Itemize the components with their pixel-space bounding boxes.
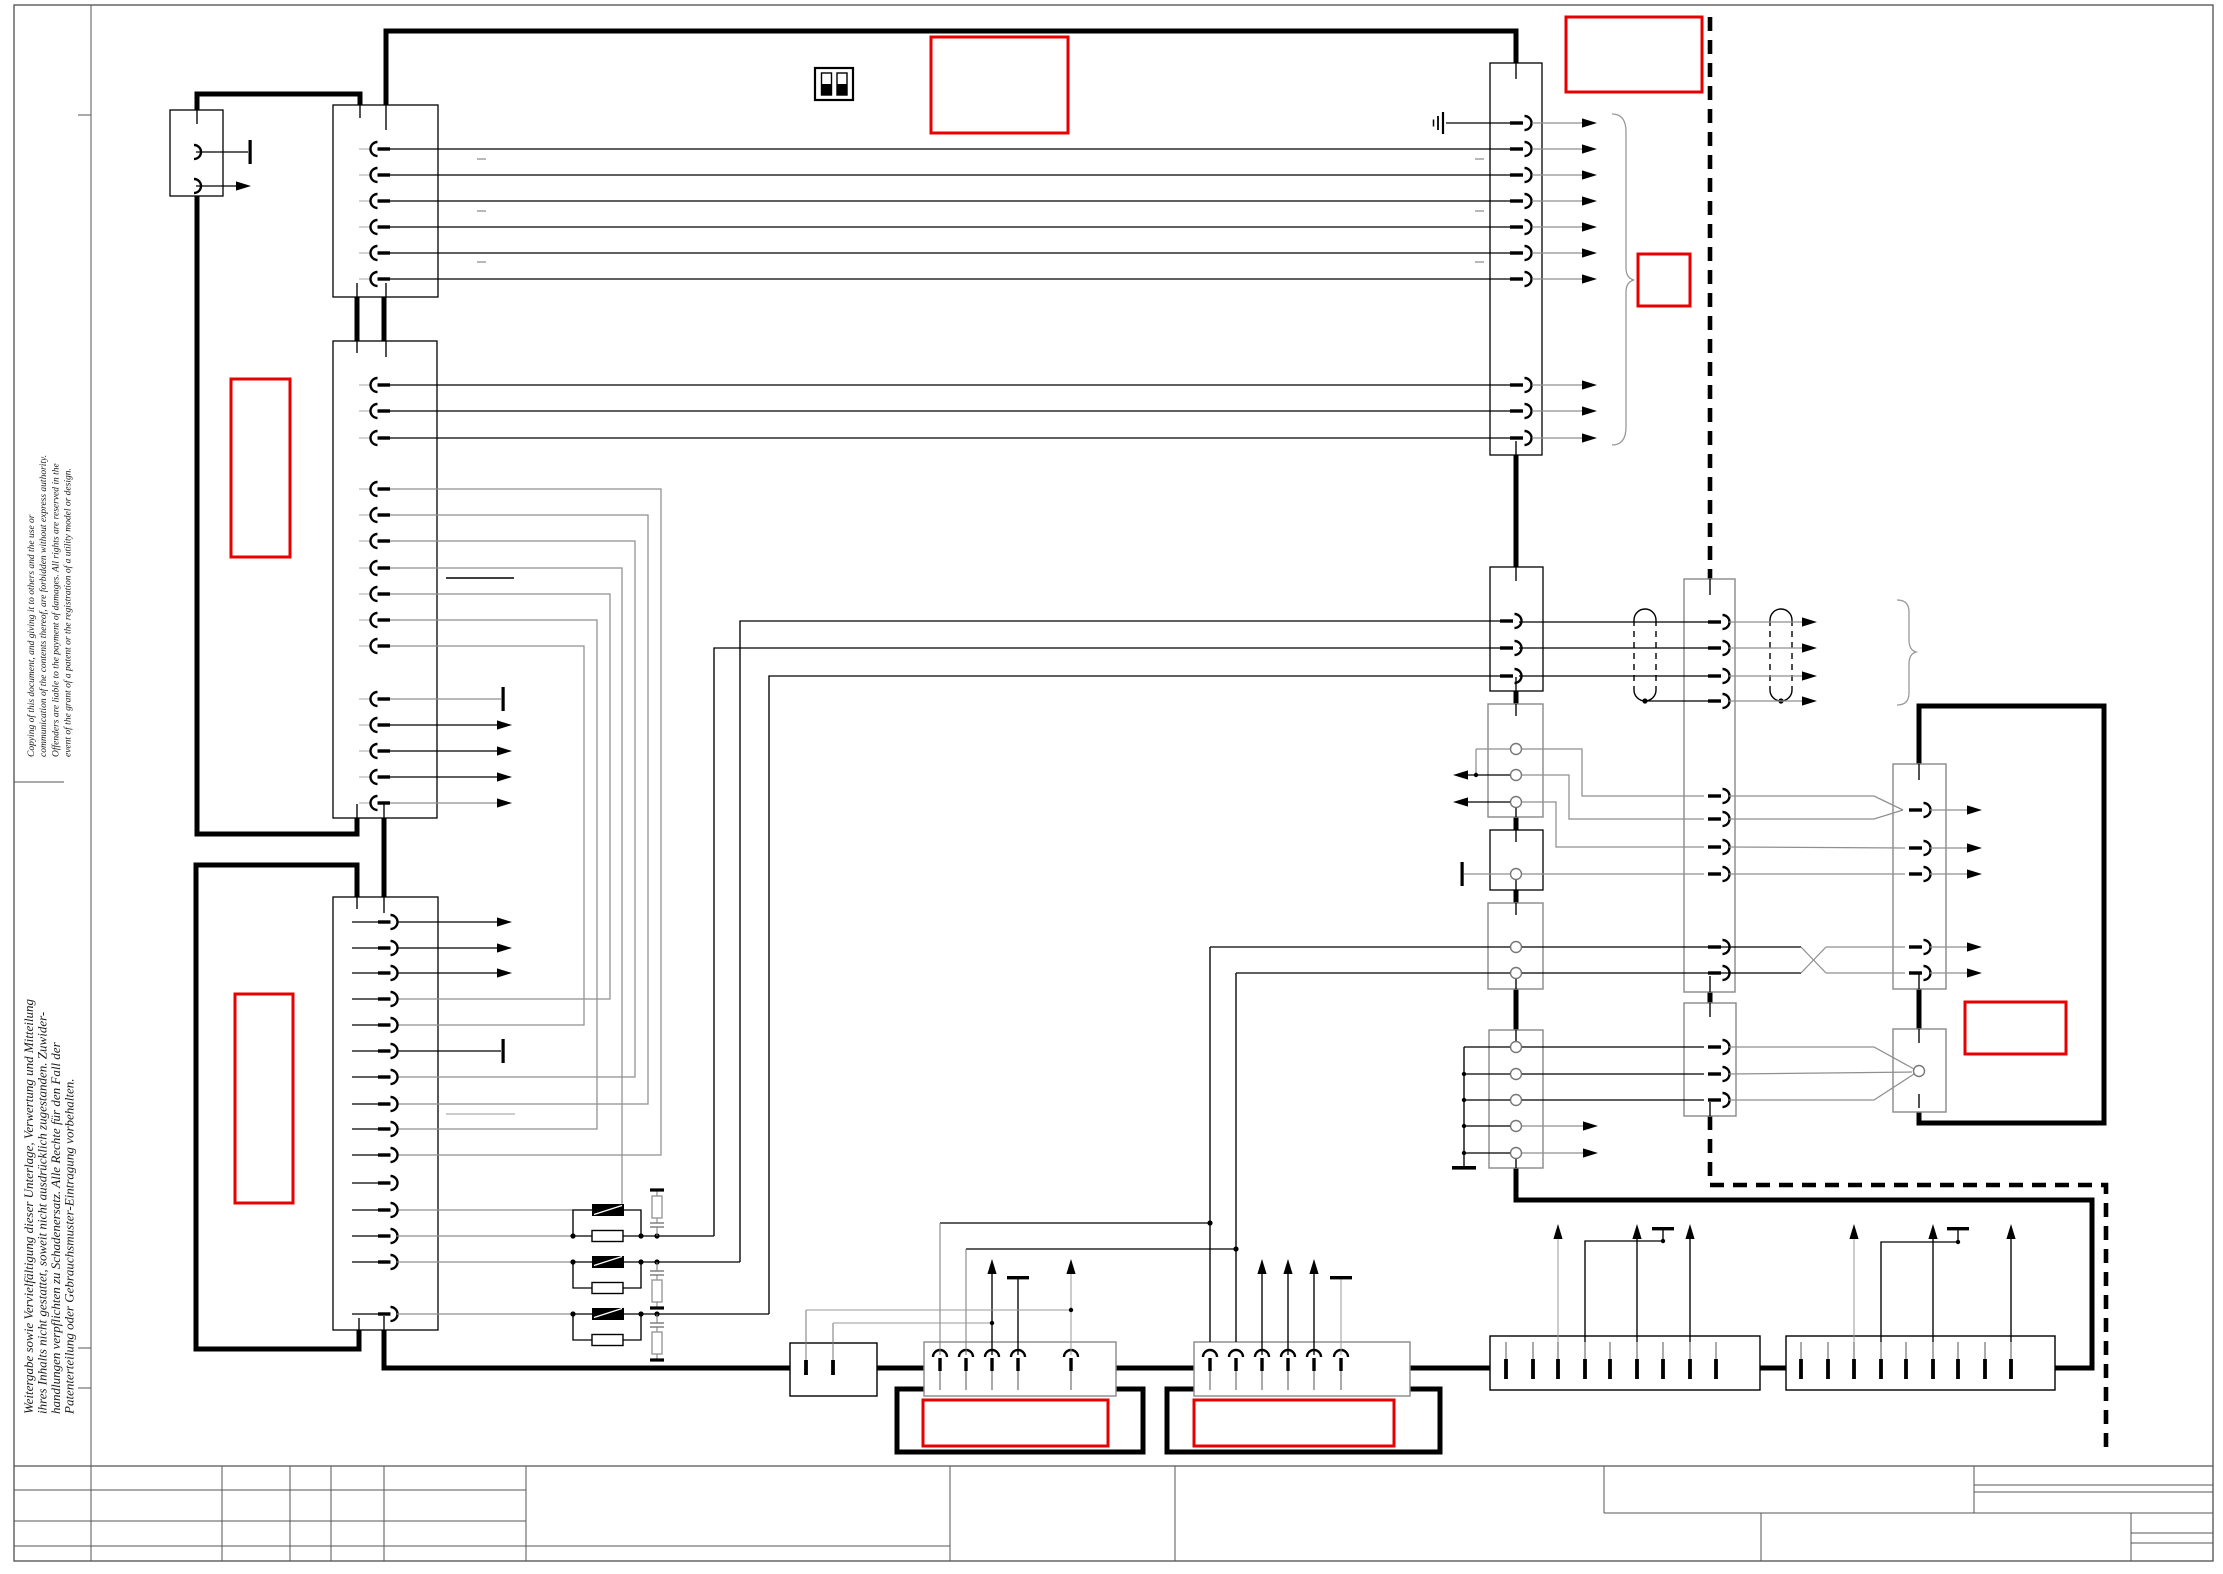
svg-text:Offenders are liable to the pa: Offenders are liable to the payment of d… — [50, 463, 61, 757]
svg-text:Weitergabe sowie Vervielfältig: Weitergabe sowie Vervielfältigung dieser… — [21, 999, 36, 1414]
svg-text:Patenterteilung oder Gebrauchs: Patenterteilung oder Gebrauchsmuster-Ein… — [62, 1078, 77, 1415]
svg-text:ihres Inhalts nicht gestattet,: ihres Inhalts nicht gestattet, soweit ni… — [35, 1012, 50, 1414]
svg-text:Copying of this document, and: Copying of this document, and giving it … — [26, 514, 37, 757]
svg-text:communication of the contents: communication of the contents thereof, a… — [38, 455, 49, 757]
svg-text:event of the grant of a patent: event of the grant of a patent or the re… — [63, 468, 74, 757]
svg-text:handlungen verpflichten zu Sch: handlungen verpflichten zu Schadenersatz… — [48, 1041, 63, 1414]
